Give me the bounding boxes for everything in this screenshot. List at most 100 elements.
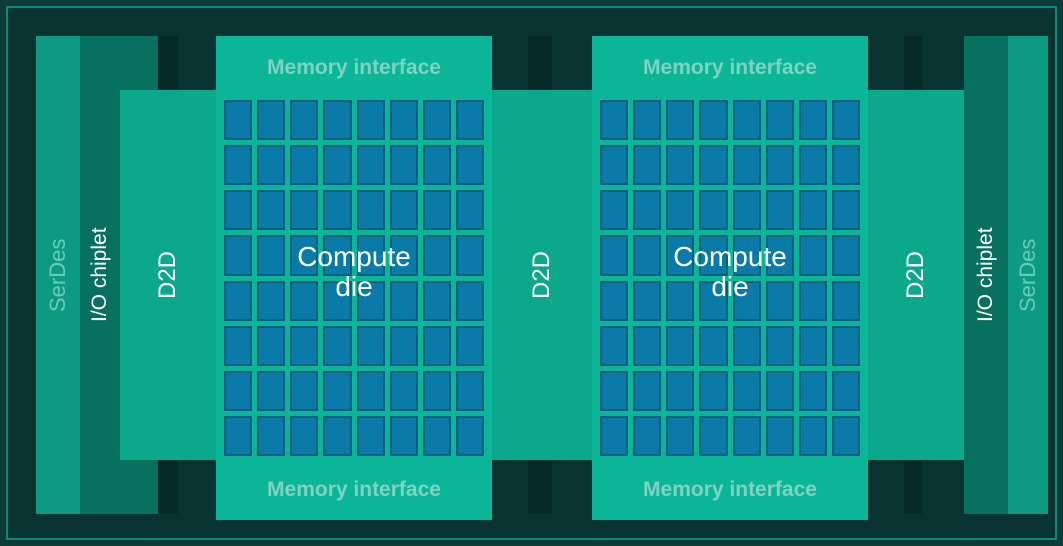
compute-core-cell — [600, 325, 629, 366]
compute-core-cell — [356, 280, 385, 321]
compute-core-cell — [356, 415, 385, 456]
compute-core-cell — [290, 370, 319, 411]
compute-core-cell — [356, 100, 385, 141]
compute-core-cell — [798, 145, 827, 186]
compute-core-cell — [732, 100, 761, 141]
compute-core-cell — [257, 235, 286, 276]
compute-core-cell — [666, 415, 695, 456]
compute-core-cell — [290, 325, 319, 366]
compute-core-cell — [633, 145, 662, 186]
compute-core-cell — [455, 100, 484, 141]
compute-core-cell — [831, 415, 860, 456]
compute-core-cell — [798, 280, 827, 321]
compute-core-cell — [633, 235, 662, 276]
compute-core-cell — [666, 325, 695, 366]
compute-core-cell — [831, 190, 860, 231]
compute-core-cell — [323, 190, 352, 231]
compute-core-cell — [666, 280, 695, 321]
compute-core-cell — [600, 235, 629, 276]
compute-core-cell — [765, 190, 794, 231]
compute-core-cell — [455, 280, 484, 321]
compute-core-cell — [633, 100, 662, 141]
compute-core-cell — [798, 190, 827, 231]
d2d-center-block: D2D — [492, 90, 592, 460]
compute-core-cell — [455, 235, 484, 276]
compute-core-cell — [422, 280, 451, 321]
compute-core-cell — [356, 370, 385, 411]
compute-core-cell — [600, 415, 629, 456]
d2d-right-block: D2D — [868, 90, 964, 460]
compute-core-cell — [732, 325, 761, 366]
compute-core-cell — [290, 280, 319, 321]
d2d-left-block: D2D — [120, 90, 216, 460]
compute-core-cell — [389, 100, 418, 141]
compute-die-1: Memory interface Compute die Memory inte… — [216, 36, 492, 520]
compute-core-cell — [224, 235, 253, 276]
compute-core-cell — [765, 280, 794, 321]
serdes-right-block: SerDes — [1008, 36, 1048, 514]
compute-core-cell — [831, 145, 860, 186]
compute-core-cell — [666, 370, 695, 411]
compute-core-cell — [389, 370, 418, 411]
io-chiplet-right-block: I/O chiplet — [964, 36, 1008, 514]
compute-core-cell — [732, 190, 761, 231]
compute-core-cell — [257, 100, 286, 141]
compute-core-cell — [290, 415, 319, 456]
compute-core-cell — [422, 370, 451, 411]
compute-core-cell — [798, 100, 827, 141]
compute-core-cell — [732, 280, 761, 321]
compute-core-cell — [600, 280, 629, 321]
compute-core-cell — [666, 190, 695, 231]
compute-core-cell — [765, 235, 794, 276]
compute-core-cell — [224, 280, 253, 321]
compute-core-cell — [257, 370, 286, 411]
compute-core-cell — [699, 415, 728, 456]
compute-core-cell — [699, 190, 728, 231]
serdes-left-block: SerDes — [36, 36, 80, 514]
compute-core-cell — [422, 235, 451, 276]
compute-core-cell — [323, 235, 352, 276]
compute-core-cell — [765, 415, 794, 456]
compute-core-cell — [224, 100, 253, 141]
compute-core-cell — [699, 235, 728, 276]
io-chiplet-right-label: I/O chiplet — [974, 227, 997, 323]
compute-core-cell — [666, 145, 695, 186]
core-grid-2 — [600, 100, 860, 456]
compute-core-cell — [356, 190, 385, 231]
compute-core-cell — [798, 415, 827, 456]
compute-core-cell — [699, 100, 728, 141]
compute-core-cell — [732, 145, 761, 186]
compute-core-cell — [831, 100, 860, 141]
compute-core-cell — [732, 235, 761, 276]
compute-core-cell — [389, 190, 418, 231]
compute-core-cell — [257, 325, 286, 366]
compute-core-cell — [831, 370, 860, 411]
compute-core-cell — [666, 235, 695, 276]
compute-core-cell — [455, 145, 484, 186]
compute-core-cell — [765, 370, 794, 411]
compute-core-cell — [257, 190, 286, 231]
compute-core-cell — [455, 190, 484, 231]
compute-core-cell — [765, 325, 794, 366]
compute-core-cell — [455, 370, 484, 411]
compute-core-cell — [224, 370, 253, 411]
compute-core-cell — [455, 415, 484, 456]
compute-die-2: Memory interface Compute die Memory inte… — [592, 36, 868, 520]
compute-core-cell — [633, 325, 662, 366]
compute-core-cell — [257, 280, 286, 321]
compute-core-cell — [290, 235, 319, 276]
compute-core-cell — [831, 235, 860, 276]
d2d-left-label: D2D — [154, 251, 181, 300]
compute-core-cell — [224, 190, 253, 231]
compute-core-cell — [224, 145, 253, 186]
compute-core-cell — [732, 370, 761, 411]
compute-core-cell — [699, 325, 728, 366]
compute-core-cell — [422, 100, 451, 141]
compute-core-cell — [290, 100, 319, 141]
compute-core-cell — [633, 190, 662, 231]
compute-core-cell — [290, 190, 319, 231]
compute-core-cell — [765, 100, 794, 141]
compute-core-cell — [422, 325, 451, 366]
compute-core-cell — [389, 325, 418, 366]
compute-core-cell — [600, 190, 629, 231]
